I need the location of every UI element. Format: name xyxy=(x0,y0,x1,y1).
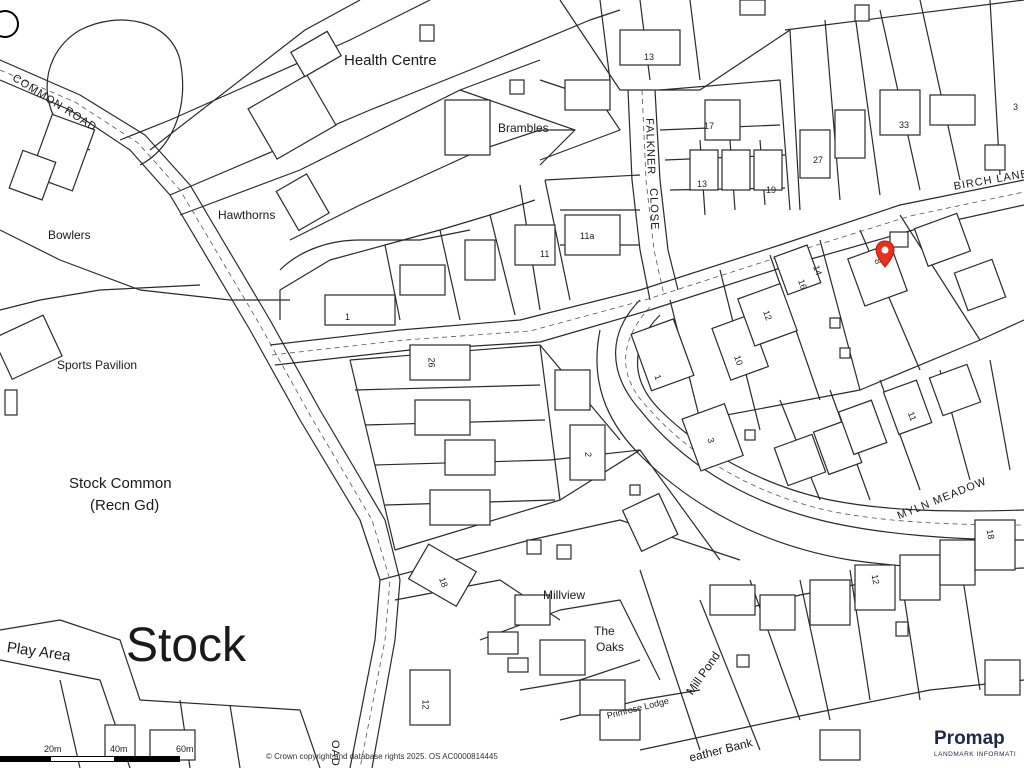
road-centerlines xyxy=(0,69,1024,768)
house-number: 13 xyxy=(644,52,655,62)
parcel-line xyxy=(989,359,1011,471)
scale-label: 40m xyxy=(110,744,128,754)
parcel-line xyxy=(659,79,791,211)
common-road-edge-b xyxy=(0,59,401,768)
track-loop xyxy=(46,19,184,166)
circle-marker-icon xyxy=(0,10,19,38)
falkner-close-edge-b xyxy=(654,89,679,291)
house-number: 18 xyxy=(984,528,997,541)
parcel-line xyxy=(599,0,611,81)
house-number: 19 xyxy=(766,185,777,195)
parcel-line xyxy=(349,359,396,551)
road-close: CLOSE xyxy=(647,187,661,231)
label-bowlers: Bowlers xyxy=(48,228,91,242)
parcel-line xyxy=(639,679,1024,751)
house-number: 27 xyxy=(813,155,824,165)
copyright-notice: © Crown copyright and database rights 20… xyxy=(266,752,498,761)
scale-label: 60m xyxy=(176,744,194,754)
parcel-line xyxy=(459,89,576,166)
house-number: 1 xyxy=(345,312,351,322)
parcel-line xyxy=(919,0,961,181)
parcel-line xyxy=(799,579,831,721)
scale-label: 20m xyxy=(44,744,62,754)
label-hawthorns: Hawthorns xyxy=(218,208,276,222)
common-road-edge-a xyxy=(0,79,381,768)
parcel-line xyxy=(824,19,841,201)
scale-segment xyxy=(115,756,180,762)
parcel-line xyxy=(0,619,321,768)
house-number: 12 xyxy=(420,699,431,710)
health-centre-building xyxy=(247,74,337,160)
label-the: The xyxy=(594,624,615,638)
inner-road xyxy=(279,229,471,271)
parcel-line xyxy=(749,579,801,721)
parcel-line xyxy=(639,569,701,751)
parcel-line xyxy=(229,704,241,768)
myln-meadow-edge-a xyxy=(615,299,1024,541)
parcel-line xyxy=(699,599,761,751)
parcel-line xyxy=(784,0,1024,31)
house-number: 12 xyxy=(869,573,882,586)
parcel-line xyxy=(119,0,431,141)
house-number: 33 xyxy=(899,120,910,130)
parcel-line xyxy=(854,14,881,196)
promap-tagline: LANDMARK INFORMATI xyxy=(934,751,1017,758)
parcel-line xyxy=(544,174,641,181)
label-health-centre: Health Centre xyxy=(344,52,437,69)
parcel-line xyxy=(544,179,571,301)
house-number: 2 xyxy=(583,451,594,458)
parcel-line xyxy=(384,244,401,321)
parcel-line xyxy=(489,214,516,316)
label-stock-common: Stock Common xyxy=(69,475,172,492)
parcel-line xyxy=(699,319,1024,421)
parcel-line xyxy=(149,0,361,151)
promap-logo: Promap LANDMARK INFORMATI xyxy=(918,724,1024,768)
scale-segment xyxy=(0,756,50,762)
house-number: 3 xyxy=(1013,102,1019,112)
location-pin-icon[interactable] xyxy=(874,240,896,268)
label-stock: Stock xyxy=(126,619,247,672)
parcel-line xyxy=(899,214,981,341)
parcel-line xyxy=(289,129,575,241)
parcel-line xyxy=(689,0,701,81)
promap-name: Promap xyxy=(934,728,1005,749)
parcel-line xyxy=(819,239,861,391)
road-falkner: FALKNER xyxy=(643,117,657,176)
birch-lane-edge-a xyxy=(269,179,1024,346)
parcel-line xyxy=(169,9,621,196)
falkner-close-edge-a xyxy=(627,89,651,301)
label-brambles: Brambles xyxy=(498,121,549,135)
house-number: 26 xyxy=(426,357,437,368)
parcel-line xyxy=(789,29,801,211)
label-millview: Millview xyxy=(543,588,585,602)
parcel-line xyxy=(439,229,461,321)
scale-bar: 20m 40m 60m xyxy=(0,744,260,768)
parcel-line xyxy=(559,0,791,91)
label-11a: 11a xyxy=(580,231,595,241)
myln-meadow-edge-b xyxy=(637,314,1024,512)
field-boundary xyxy=(0,284,201,311)
parcel-line xyxy=(849,569,871,701)
label-recn-gd: (Recn Gd) xyxy=(90,497,160,514)
label-sports-pavilion: Sports Pavilion xyxy=(57,358,138,372)
scale-segment xyxy=(50,756,115,762)
label-oaks: Oaks xyxy=(596,640,625,654)
parcel-line xyxy=(354,384,541,391)
house-number: 13 xyxy=(697,179,708,189)
house-number: 17 xyxy=(704,121,715,131)
parcel-line xyxy=(59,679,81,768)
parcel-line xyxy=(179,59,541,216)
house-number: 11 xyxy=(540,249,550,259)
field-boundary xyxy=(0,229,290,301)
